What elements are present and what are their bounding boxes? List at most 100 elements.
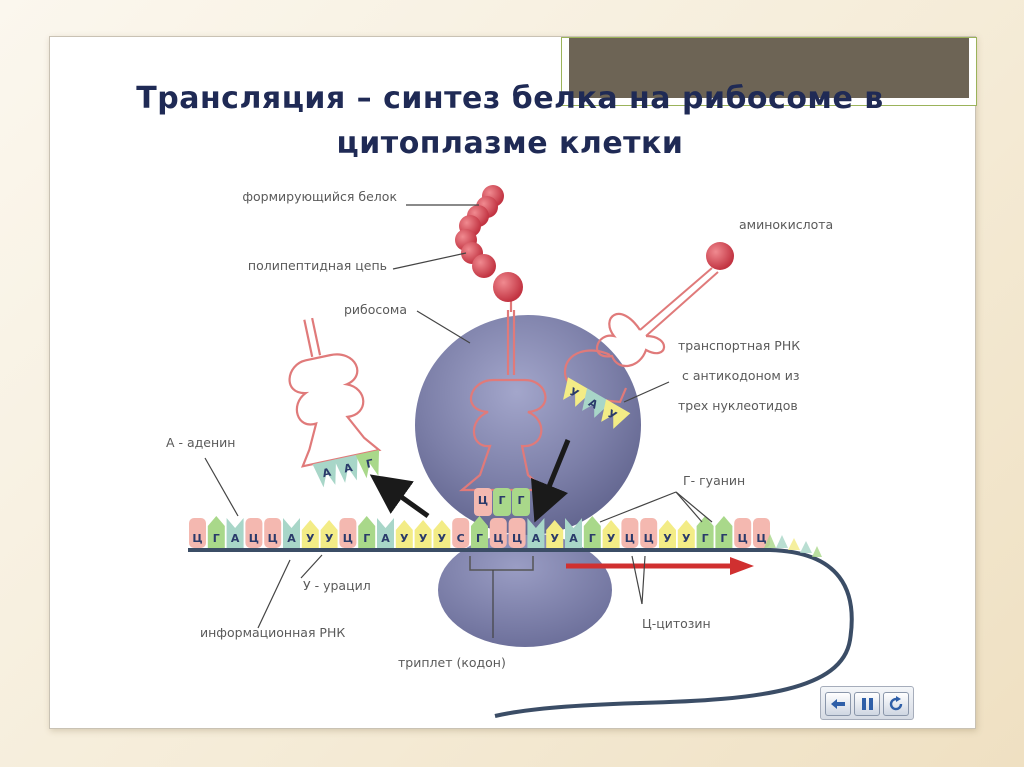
- mrna-base-letter: У: [419, 532, 428, 545]
- mrna-base-letter: Г: [213, 532, 220, 545]
- mrna-base-letter: Ц: [343, 532, 353, 545]
- polypeptide-chain: [455, 185, 523, 312]
- mrna-base-shape: [640, 518, 658, 548]
- mrna-base-shape: [301, 520, 319, 548]
- ribosome-large-subunit: [415, 315, 641, 535]
- mrna-base-letter: А: [231, 532, 240, 545]
- mrna-base-letter: У: [438, 532, 447, 545]
- mrna-base-shape: [546, 520, 564, 548]
- mrna-base-letter: Г: [363, 532, 370, 545]
- label-cytosine: Ц-цитозин: [642, 616, 711, 631]
- label-ribosome: рибосома: [344, 302, 407, 317]
- codon-bracket: [469, 556, 534, 571]
- mrna-base-shape: [753, 518, 770, 548]
- label-uracil: У - урацил: [303, 578, 371, 593]
- replay-icon: [889, 696, 903, 711]
- mrna-base-shape: [734, 518, 752, 548]
- mrna-base-shape: [659, 520, 676, 548]
- pause-icon: [862, 698, 873, 710]
- mrna-base-letter: У: [550, 532, 559, 545]
- label-trna-2: с антикодоном из: [682, 368, 800, 383]
- trna-left: А А Г: [288, 317, 382, 488]
- mrna-base-shape: [189, 518, 206, 548]
- mrna-base-shape: [245, 518, 263, 548]
- replay-button[interactable]: [883, 692, 909, 716]
- mrna-base-letter: Ц: [756, 532, 766, 545]
- free-amino-acid: [706, 242, 734, 270]
- mrna-strand: [188, 548, 854, 718]
- mrna-base-letter: С: [457, 532, 465, 545]
- mrna-base-letter: У: [325, 532, 334, 545]
- mrna-base-letter: А: [287, 532, 296, 545]
- ribosome-direction-arrow: [566, 557, 754, 575]
- mrna-base-shape: [414, 520, 432, 548]
- slide-title: Трансляция – синтез белка на рибосоме в …: [136, 81, 884, 161]
- label-adenine: А - аденин: [166, 435, 235, 450]
- mrna-base-letter: У: [682, 532, 691, 545]
- label-triplet: триплет (кодон): [398, 655, 506, 670]
- mrna-base-letter: У: [607, 532, 616, 545]
- playback-controls: [820, 686, 914, 720]
- mrna-base-letter: Ц: [644, 532, 654, 545]
- mrna-base-letter: А: [532, 532, 541, 545]
- mrna-base-letter: Ц: [192, 532, 202, 545]
- mrna-base-shape: [395, 520, 413, 548]
- mrna-base-letter: Г: [720, 532, 727, 545]
- label-guanine: Г- гуанин: [683, 473, 745, 488]
- mrna-base-letter: У: [663, 532, 672, 545]
- trna-exit-arrow: [369, 474, 430, 519]
- mrna-base-shape: [471, 516, 488, 548]
- mrna-base-letter: У: [400, 532, 409, 545]
- mrna-base-shape: [696, 516, 714, 548]
- trna-center-anticodon: Ц Г Г: [474, 488, 530, 516]
- mrna-base-shape: [602, 520, 620, 548]
- trna-entry-arrow: [530, 439, 571, 523]
- anticodon-base: Ц: [478, 494, 488, 507]
- label-trna-3: трех нуклеотидов: [678, 398, 798, 413]
- mrna-base-shape: [565, 518, 582, 548]
- mrna-tail-bases: [764, 534, 822, 557]
- mrna-base-letter: У: [306, 532, 315, 545]
- mrna-base-shape: [452, 518, 470, 548]
- anticodon-base: Г: [498, 494, 505, 507]
- mrna-base-shape: [621, 518, 639, 548]
- label-mrna: информационная РНК: [200, 625, 345, 640]
- ribosome-small-subunit: [438, 533, 612, 647]
- labels: формирующийся белок аминокислота полипеп…: [166, 189, 833, 670]
- mrna-base-letter: Ц: [625, 532, 635, 545]
- pause-button[interactable]: [854, 692, 880, 716]
- anticodon-base: Г: [365, 457, 375, 471]
- mrna-base-shape: [283, 518, 300, 548]
- anticodon-base: А: [321, 466, 333, 481]
- mrna-base-shape: [508, 518, 526, 548]
- label-polypeptide-chain: полипептидная цепь: [248, 258, 387, 273]
- mrna-base-letter: Г: [702, 532, 709, 545]
- mrna-base-shape: [358, 516, 376, 548]
- mrna-base-letter: Ц: [493, 532, 503, 545]
- mrna-base-letter: А: [569, 532, 578, 545]
- decorative-header-box: [561, 37, 977, 106]
- mrna-base-shape: [677, 520, 695, 548]
- trna-right: У А У: [563, 267, 719, 429]
- anticodon-base: Г: [517, 494, 524, 507]
- mrna-base-letter: Г: [589, 532, 596, 545]
- mrna-base-shape: [207, 516, 225, 548]
- mrna-base-shape: [226, 518, 244, 548]
- mrna-base-letter: Ц: [268, 532, 278, 545]
- mrna-base-shape: [377, 518, 394, 548]
- mrna-base-letter: Г: [476, 532, 483, 545]
- mrna-base-letter: Ц: [512, 532, 522, 545]
- label-forming-protein: формирующийся белок: [242, 189, 397, 204]
- leader-lines: [204, 204, 713, 638]
- back-button[interactable]: [825, 692, 851, 716]
- mrna-base-shape: [489, 518, 507, 548]
- mrna-base-shape: [527, 518, 545, 548]
- mrna-base-shape: [320, 520, 338, 548]
- anticodon-base: А: [343, 461, 355, 476]
- mrna-base-shape: [339, 518, 357, 548]
- mrna-base-shape: [264, 518, 282, 548]
- decorative-header-fill: [569, 38, 969, 98]
- label-trna-1: транспортная РНК: [678, 338, 800, 353]
- back-icon: [831, 699, 845, 709]
